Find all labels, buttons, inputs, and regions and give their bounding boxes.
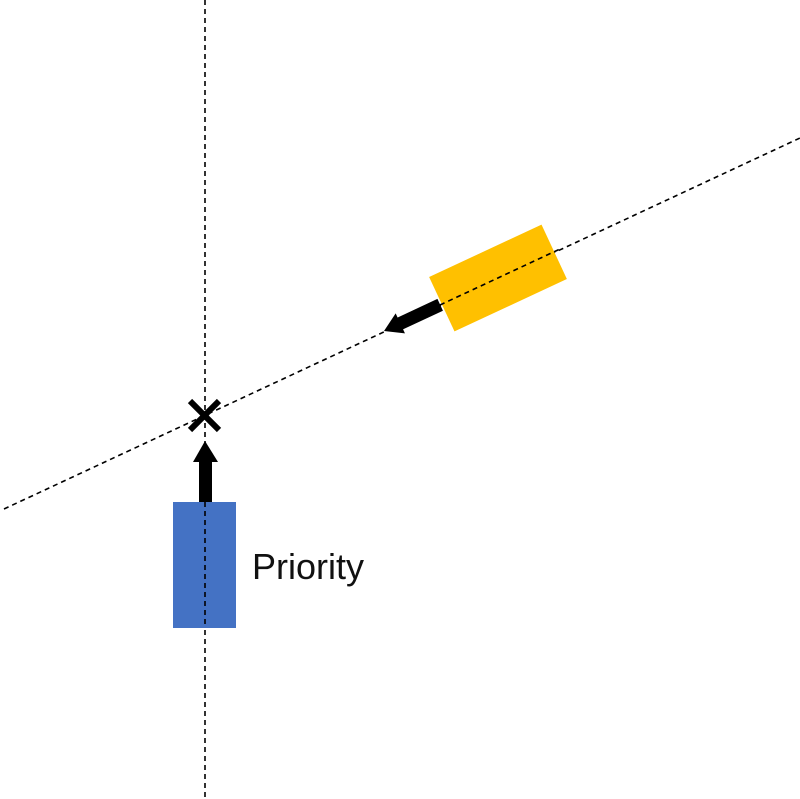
cross-icon [187,398,222,433]
priority-direction-arrow-icon [193,441,218,502]
diagonal-path-line [3,137,800,510]
yielding-direction-arrow-icon [384,298,443,334]
diagonal-path-line-overlay [439,248,561,306]
priority-label: Priority [252,546,364,587]
